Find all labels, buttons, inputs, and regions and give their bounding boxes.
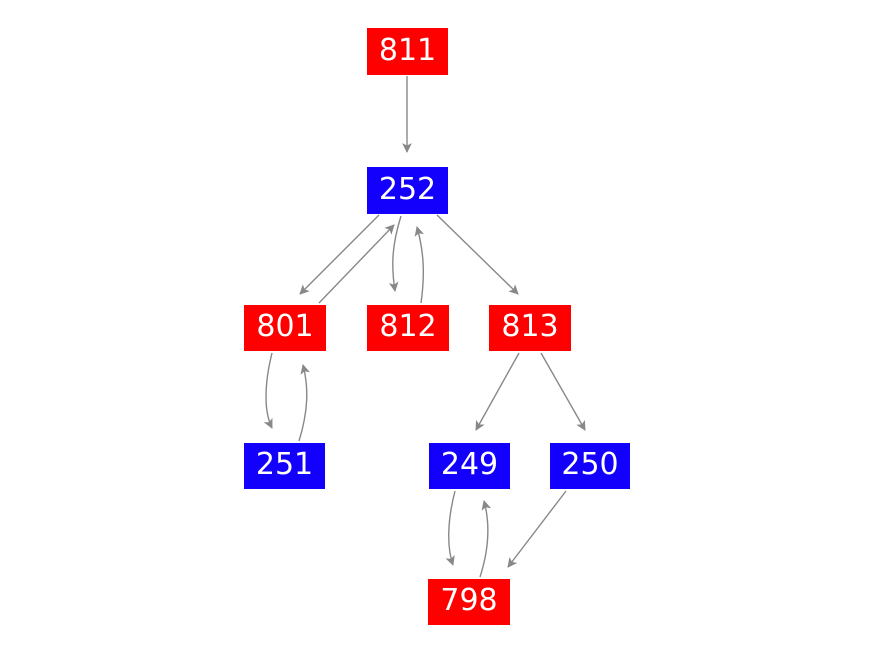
graph-node-label: 812 [379, 309, 437, 344]
graph-node-label: 252 [378, 171, 437, 207]
edge-813-to-250 [540, 352, 586, 431]
edge-801-to-252 [318, 224, 395, 304]
edge-801-to-251 [263, 352, 273, 429]
graph-node-798[interactable]: 798 [428, 579, 510, 625]
edge-812-to-252 [414, 226, 425, 304]
edge-798-to-249 [479, 500, 492, 578]
edge-251-to-801 [298, 364, 310, 442]
edge-252-to-801 [299, 214, 380, 295]
graph-node-801[interactable]: 801 [244, 305, 326, 351]
graph-node-label: 798 [440, 583, 498, 618]
graph-node-811[interactable]: 811 [367, 28, 448, 75]
graph-node-label: 249 [440, 447, 499, 482]
edge-252-to-813 [436, 214, 519, 295]
graph-node-label: 813 [501, 309, 559, 344]
graph-node-label: 250 [561, 447, 619, 482]
graph-node-label: 811 [378, 32, 437, 68]
graph-node-label: 801 [256, 309, 314, 344]
graph-node-252[interactable]: 252 [367, 167, 448, 214]
graph-node-label: 251 [255, 447, 314, 482]
edge-250-to-798 [507, 490, 567, 568]
graph-node-250[interactable]: 250 [550, 443, 630, 489]
graph-node-251[interactable]: 251 [244, 443, 325, 489]
graph-node-813[interactable]: 813 [489, 305, 571, 351]
edge-249-to-798 [445, 490, 456, 566]
edge-813-to-249 [475, 352, 520, 431]
edge-252-to-812 [388, 215, 402, 292]
graph-node-249[interactable]: 249 [429, 443, 510, 489]
graph-node-812[interactable]: 812 [367, 305, 449, 351]
